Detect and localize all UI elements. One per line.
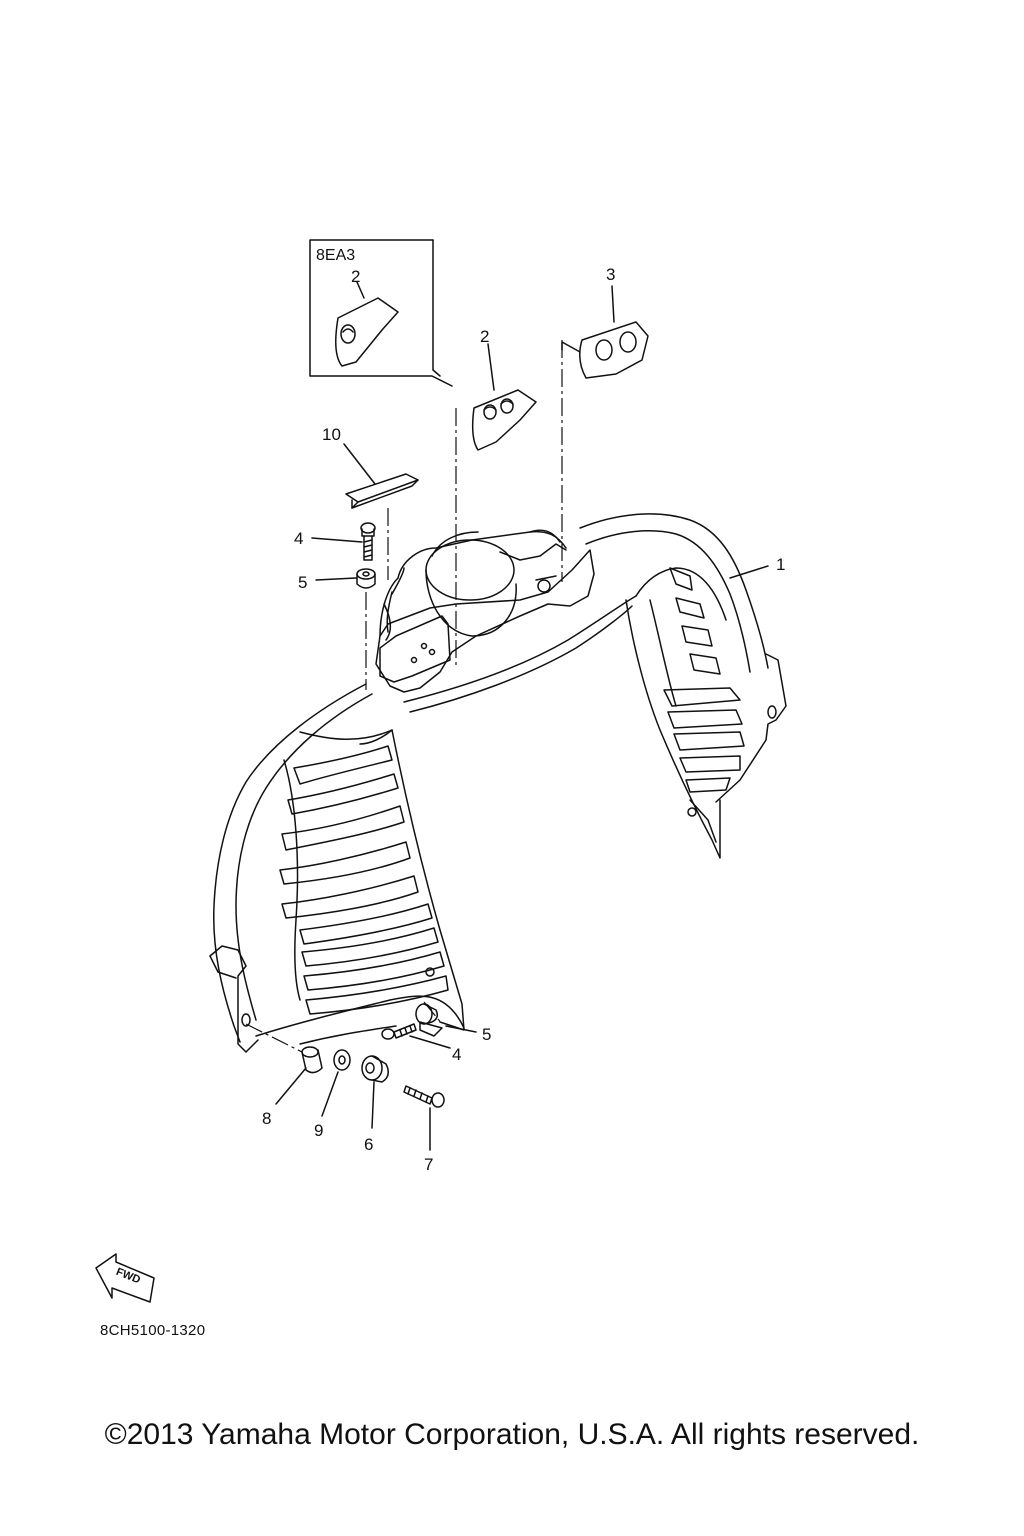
callout-5-top: 5 [298, 573, 307, 592]
copyright-notice: ©2013 Yamaha Motor Corporation, U.S.A. A… [104, 1418, 920, 1451]
inset-callout-2: 2 [351, 267, 360, 286]
washer-9 [334, 1050, 350, 1070]
inset-model-code: 8EA3 [316, 247, 355, 264]
callout-1: 1 [776, 555, 785, 574]
callout-6: 6 [364, 1135, 373, 1154]
inset-bracket-2 [336, 298, 398, 366]
front-inner-cover-1 [210, 514, 786, 1052]
rubber-strip-10 [344, 444, 418, 508]
callout-10: 10 [322, 425, 341, 444]
assembly-line-screw-4-bottom [424, 1002, 442, 1024]
diagram-code: 8CH5100-1320 [100, 1322, 206, 1339]
callout-8: 8 [262, 1109, 271, 1128]
callout-7: 7 [424, 1155, 433, 1174]
fwd-arrow-icon [96, 1254, 154, 1302]
grommet-5-bottom [416, 1004, 437, 1024]
screw-4-bottom [382, 1024, 416, 1039]
callout-5-bottom: 5 [482, 1025, 491, 1044]
fwd-label: FWD [114, 1266, 142, 1287]
grommet-5-top [316, 569, 375, 588]
callout-2: 2 [480, 327, 489, 346]
grommet-6 [362, 1056, 388, 1082]
assembly-line-collar-8 [246, 1024, 302, 1052]
callout-3: 3 [606, 265, 615, 284]
screw-4-top [312, 523, 375, 560]
screw-7 [404, 1086, 444, 1107]
callout-9: 9 [314, 1121, 323, 1140]
callout-4-top: 4 [294, 529, 303, 548]
bracket-3 [562, 286, 648, 378]
callout-4-bottom: 4 [452, 1045, 461, 1064]
bracket-2 [473, 344, 536, 450]
inset-box-8ea3 [310, 240, 452, 386]
